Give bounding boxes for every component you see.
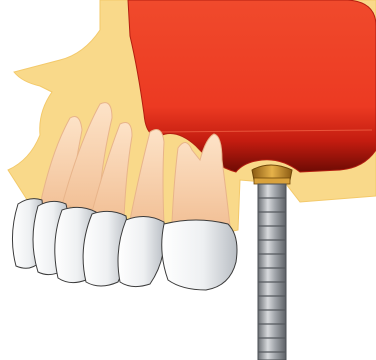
crown-5 (118, 216, 165, 286)
implant-collar-band (254, 178, 290, 184)
implant-shaft (258, 184, 286, 360)
implant (258, 184, 286, 360)
crown-6 (162, 220, 237, 290)
